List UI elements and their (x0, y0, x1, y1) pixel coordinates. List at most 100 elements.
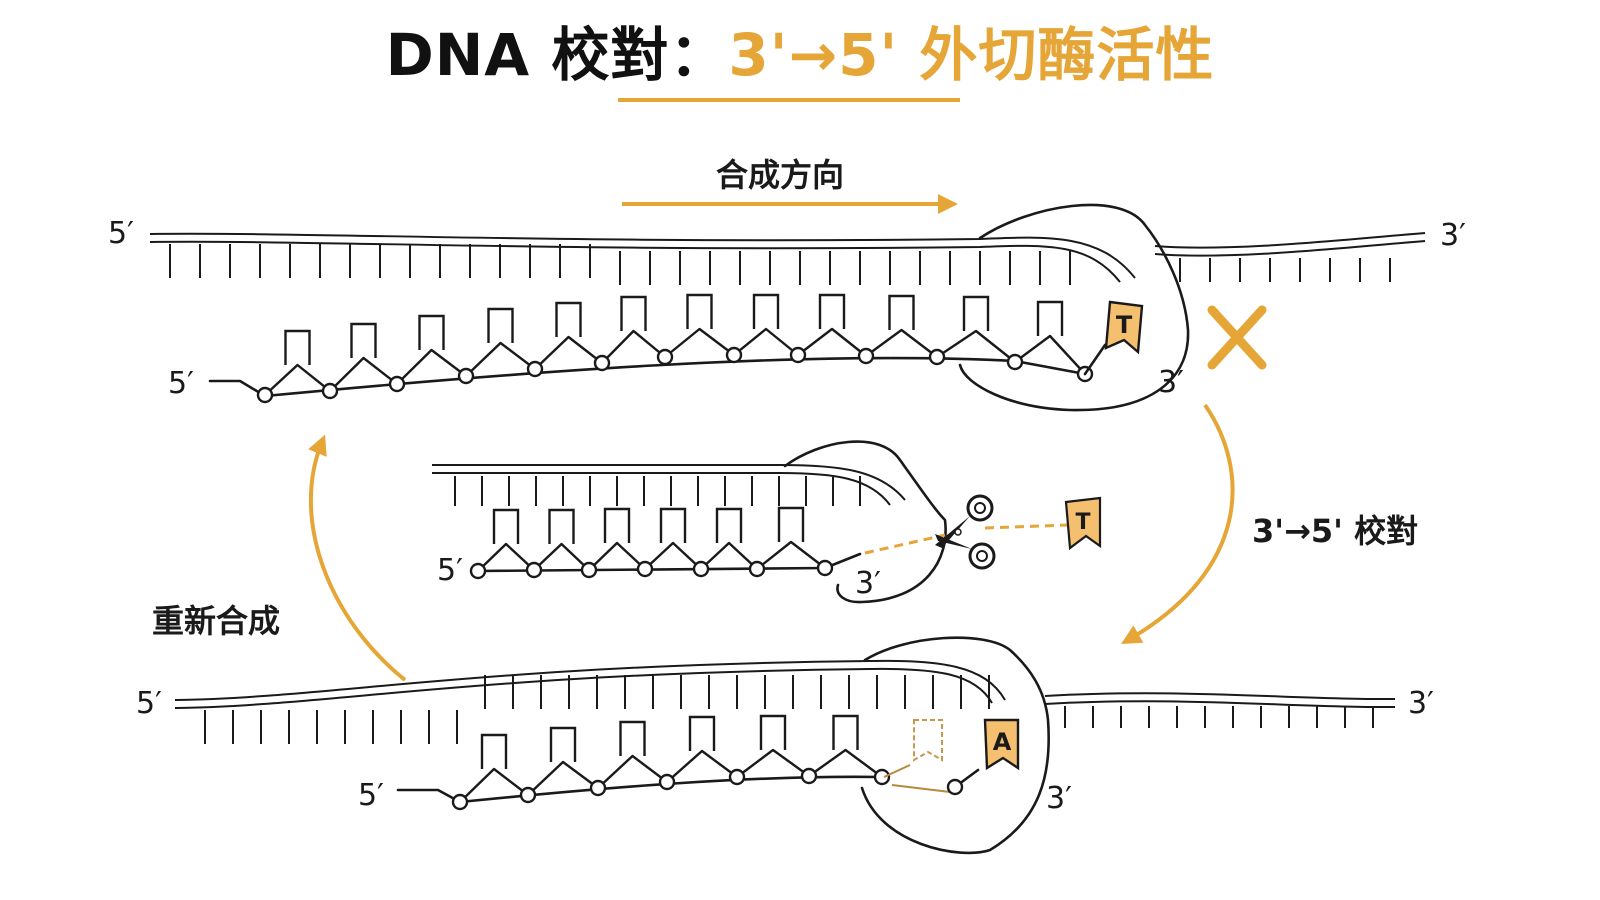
title-highlight: 3'→5' 外切酶活性 (728, 21, 1215, 89)
empty-slot (883, 719, 951, 793)
sugar-phosphate-link (601, 329, 666, 364)
nucleotide-base (832, 714, 859, 750)
primer-5prime-label-bottom: 5′ (358, 778, 384, 813)
sugar-phosphate-link (756, 540, 826, 570)
correct-base-label: A (993, 728, 1012, 756)
curved-arrow-icon-resynthesis (308, 434, 407, 682)
nucleotide-base (1036, 300, 1064, 336)
synthesis-direction-label: 合成方向 (716, 156, 844, 194)
nucleotide-base (688, 715, 716, 751)
sugar-phosphate-link (865, 328, 938, 358)
nucleotide-base (487, 307, 514, 343)
nucleotide-base (284, 329, 311, 365)
scissors-icon (935, 494, 996, 570)
sugar-phosphate-link (700, 541, 758, 570)
nucleotide-base (620, 295, 647, 331)
phosphate-node (800, 767, 818, 785)
phosphate-node (526, 360, 544, 378)
polymerase-enzyme-middle (783, 440, 947, 604)
template-5prime-label-bottom: 5′ (136, 686, 162, 721)
phosphate-node (457, 367, 475, 385)
phosphate-node (658, 773, 676, 791)
excision-path (864, 533, 946, 555)
sugar-phosphate-link (797, 327, 867, 357)
excision-path-out (984, 523, 1069, 530)
nucleotide-base (752, 293, 780, 329)
phosphate-node (656, 348, 674, 366)
primer-nucleotides-bottom (451, 714, 891, 811)
title-main: DNA 校對： (385, 21, 729, 89)
primer-3prime-label-middle: 3′ (855, 566, 881, 601)
template-strand-bottom (174, 659, 1396, 701)
sugar-phosphate-link (329, 356, 398, 392)
sugar-phosphate-link (534, 335, 603, 370)
polymerase-enzyme-top (958, 203, 1190, 412)
phosphate-node (748, 560, 766, 578)
nucleotide-base (715, 507, 743, 543)
phosphate-node (593, 354, 611, 372)
nucleotide-base (962, 295, 990, 331)
curved-arrow-icon-proofreading (1121, 403, 1235, 644)
template-5prime-label-top: 5′ (108, 216, 134, 251)
primer-nucleotides-middle (469, 506, 834, 580)
phosphate-node (725, 346, 743, 364)
primer-nucleotides-top (256, 293, 1094, 404)
sugar-phosphate-link (396, 348, 467, 385)
phosphate-node (857, 347, 875, 365)
template-strand-top (149, 232, 1426, 279)
sugar-phosphate-link (527, 760, 599, 796)
sugar-phosphate-link (459, 767, 529, 803)
nucleotide-base (603, 507, 631, 543)
nucleotide-base (480, 733, 508, 769)
nucleotide-base (418, 314, 445, 350)
sugar-phosphate-link (1014, 334, 1086, 375)
phosphate-node (928, 348, 946, 366)
sugar-phosphate-link (644, 541, 702, 570)
phosphate-node (321, 382, 339, 400)
nucleotide-base (777, 506, 805, 542)
nucleotide-base (350, 322, 377, 358)
sugar-phosphate-link (533, 542, 590, 571)
sugar-phosphate-link (733, 327, 799, 356)
sugar-phosphate-link (736, 748, 810, 778)
page-title: DNA 校對：3'→5' 外切酶活性 (0, 8, 1600, 92)
mismatch-nucleotide: T (1083, 300, 1144, 376)
sugar-phosphate-link (666, 749, 738, 783)
phosphate-node (692, 560, 710, 578)
primer-5prime-label-middle: 5′ (437, 553, 463, 588)
phosphate-node (636, 560, 654, 578)
sugar-phosphate-link (597, 754, 668, 789)
phosphate-node (525, 561, 543, 579)
nucleotide-base (492, 508, 520, 544)
template-strand-top-inner (149, 240, 1426, 283)
sugar-phosphate-link (808, 748, 883, 778)
excised-nucleotide: T (1064, 496, 1102, 551)
top-panel: T 5′ 3′ 5′ 3′ (108, 203, 1466, 412)
template-strand-middle (432, 464, 906, 501)
phosphate-node (256, 386, 274, 404)
sugar-phosphate-link (588, 541, 646, 571)
middle-panel: T 5′ 3′ (432, 440, 1102, 604)
nucleotide-base (888, 294, 915, 330)
nucleotide-base (555, 301, 582, 337)
sugar-phosphate-link (936, 329, 1016, 363)
nucleotide-base (549, 726, 577, 762)
primer-3prime-label-bottom: 3′ (1046, 781, 1072, 816)
phosphate-node (873, 768, 891, 786)
phosphate-node (1006, 353, 1024, 371)
template-strand-middle-inner (432, 472, 891, 506)
sugar-phosphate-link (664, 327, 735, 358)
phosphate-node (580, 561, 598, 579)
excised-base-label: T (1075, 510, 1090, 535)
template-ticks-top (169, 244, 1391, 285)
template-3prime-label-bottom: 3′ (1408, 686, 1434, 721)
polymerase-enzyme-bottom (860, 636, 1050, 855)
phosphate-node (816, 559, 834, 577)
primer-5prime-label-top: 5′ (168, 366, 194, 401)
phosphate-node (451, 793, 469, 811)
primer-3prime-label-top: 3′ (1158, 365, 1184, 400)
x-mark-icon (1207, 305, 1267, 370)
mismatch-base-label: T (1116, 311, 1133, 339)
